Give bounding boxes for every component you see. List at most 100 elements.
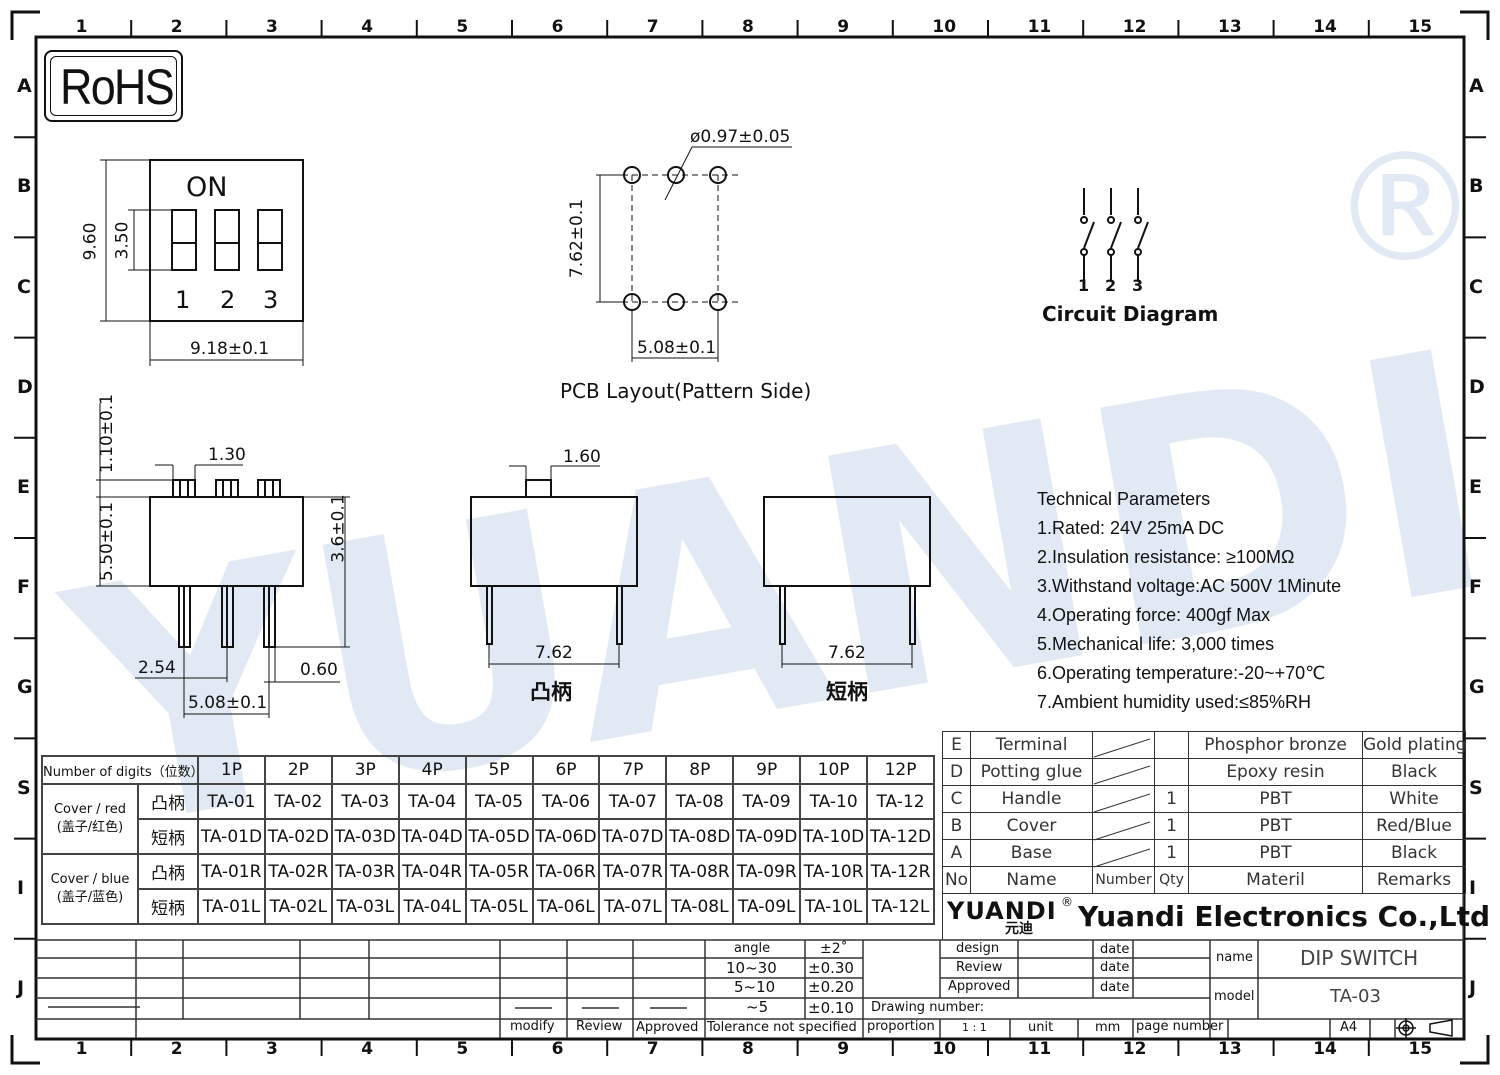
bom-cell-number bbox=[1092, 785, 1155, 813]
bom-cell-qty: 1 bbox=[1154, 839, 1189, 867]
digit-header: 6P bbox=[531, 754, 601, 786]
model-code: TA-08R bbox=[665, 853, 735, 891]
model-code: TA-08D bbox=[665, 818, 735, 856]
bom-cell-no: D bbox=[942, 758, 971, 786]
bom-header-number: Number bbox=[1092, 866, 1155, 894]
model-code: TA-08 bbox=[665, 783, 735, 821]
pcb-hole bbox=[667, 293, 685, 311]
model-code: TA-04R bbox=[397, 853, 467, 891]
model-code: TA-09D bbox=[732, 818, 802, 856]
model-code: TA-02D bbox=[263, 818, 333, 856]
dim-pitch: 2.54 bbox=[138, 658, 176, 678]
grid-row-label: J bbox=[17, 976, 25, 999]
model-code: TA-12L bbox=[866, 888, 935, 925]
modify-label: modify bbox=[510, 1019, 555, 1034]
tech-params-title: Technical Parameters bbox=[1037, 489, 1211, 509]
bom-cell-material: PBT bbox=[1188, 839, 1363, 867]
model-code: TA-01 bbox=[197, 783, 266, 821]
grid-row-label: I bbox=[17, 876, 25, 899]
pcb-caption: PCB Layout(Pattern Side) bbox=[560, 379, 812, 403]
tech-param: 6.Operating temperature:-20~+70℃ bbox=[1037, 663, 1326, 683]
model-code: TA-03R bbox=[330, 853, 400, 891]
proportion-label: proportion bbox=[867, 1019, 935, 1034]
grid-ticks bbox=[14, 20, 1486, 1056]
grid-column-label: 14 bbox=[1313, 17, 1337, 37]
model-code: TA-05 bbox=[464, 783, 534, 821]
projection-symbol-icon bbox=[1396, 1018, 1453, 1038]
bom-header-qty: Qty bbox=[1154, 866, 1189, 894]
actuator-type: 短柄 bbox=[137, 888, 199, 925]
model-code: TA-03 bbox=[330, 783, 400, 821]
bom-cell-no: B bbox=[942, 812, 971, 840]
model-code: TA-02L bbox=[263, 888, 333, 925]
grid-row-label: F bbox=[17, 576, 30, 599]
model-code: TA-10R bbox=[799, 853, 869, 891]
rohs-badge: RoHS bbox=[44, 50, 183, 122]
corner-marks bbox=[10, 10, 1490, 1065]
pcb-hole bbox=[667, 166, 685, 184]
dim-flush-span: 7.62 bbox=[828, 643, 866, 663]
grid-row-label: G bbox=[1469, 676, 1485, 699]
actuator-type: 凸柄 bbox=[137, 783, 199, 821]
model-code: TA-06D bbox=[531, 818, 601, 856]
table-row: Number of digits（位数） 1P 2P 3P 4P 5P 6P 7… bbox=[41, 754, 935, 786]
pcb-hole bbox=[709, 166, 727, 184]
model-code: TA-07R bbox=[598, 853, 668, 891]
grid-column-label: 5 bbox=[456, 17, 469, 37]
digit-header: 12P bbox=[866, 754, 935, 786]
cover-group-label: Cover / red(盖子/红色) bbox=[41, 783, 139, 856]
bom-header-row: No Name Number Qty Materil Remarks bbox=[942, 866, 1466, 894]
model-code: TA-07L bbox=[598, 888, 668, 925]
grid-row-label: C bbox=[1469, 275, 1483, 298]
bom-cell-material: Phosphor bronze bbox=[1188, 731, 1363, 759]
dim-span: 5.08±0.1 bbox=[188, 693, 268, 713]
bom-cell-name: Handle bbox=[970, 785, 1093, 813]
tech-param: 7.Ambient humidity used:≤85%RH bbox=[1037, 692, 1312, 712]
bom-cell-material: PBT bbox=[1188, 785, 1363, 813]
model-code: TA-10D bbox=[799, 818, 869, 856]
tech-param: 4.Operating force: 400gf Max bbox=[1037, 605, 1271, 625]
digit-header: 2P bbox=[263, 754, 333, 786]
grid-column-label: 10 bbox=[932, 1039, 957, 1059]
digit-header: 4P bbox=[397, 754, 467, 786]
company-banner: YUANDI ® 元迪 Yuandi Electronics Co.,Ltd bbox=[942, 894, 1490, 940]
company-name: Yuandi Electronics Co.,Ltd bbox=[1078, 900, 1491, 933]
model-code: TA-08L bbox=[665, 888, 735, 925]
date-label: date bbox=[1100, 942, 1130, 957]
angle-label: angle bbox=[734, 941, 771, 956]
row-spacing: 7.62±0.1 bbox=[567, 198, 588, 279]
model-code: TA-09 bbox=[732, 783, 802, 821]
grid-column-label: 1 bbox=[75, 17, 88, 37]
name-value: DIP SWITCH bbox=[1300, 946, 1419, 970]
grid-row-label: J bbox=[1469, 976, 1477, 999]
circuit-pin-2: 2 bbox=[1105, 276, 1117, 295]
bom-header-remarks: Remarks bbox=[1362, 866, 1466, 894]
circuit-diagram bbox=[1080, 188, 1149, 282]
grid-column-label: 3 bbox=[266, 17, 278, 37]
actuator-type: 短柄 bbox=[137, 818, 199, 856]
angle-tolerance: ±2˚ bbox=[820, 941, 848, 957]
bom-header-name: Name bbox=[970, 866, 1093, 894]
grid-row-label: S bbox=[17, 776, 31, 799]
grid-column-label: 14 bbox=[1313, 1039, 1337, 1059]
model-code: TA-01R bbox=[197, 853, 266, 891]
tol-value: ±0.10 bbox=[808, 999, 854, 1017]
grid-row-label: D bbox=[1469, 375, 1485, 398]
grid-column-label: 10 bbox=[932, 17, 957, 37]
grid-row-label: F bbox=[1469, 576, 1482, 599]
grid-column-label: 9 bbox=[837, 17, 850, 37]
pcb-layout bbox=[596, 146, 792, 362]
cover-color-cn: (盖子/红色) bbox=[56, 820, 124, 836]
position-2: 2 bbox=[220, 286, 236, 314]
cover-group-label: Cover / blue(盖子/蓝色) bbox=[41, 853, 139, 925]
model-code: TA-03D bbox=[330, 818, 400, 856]
bom-cell-number bbox=[1092, 731, 1155, 759]
name-label: name bbox=[1216, 950, 1253, 965]
bom-cell-name: Terminal bbox=[970, 731, 1093, 759]
bom-cell-qty bbox=[1154, 758, 1189, 786]
bom-header-no: No bbox=[942, 866, 971, 894]
